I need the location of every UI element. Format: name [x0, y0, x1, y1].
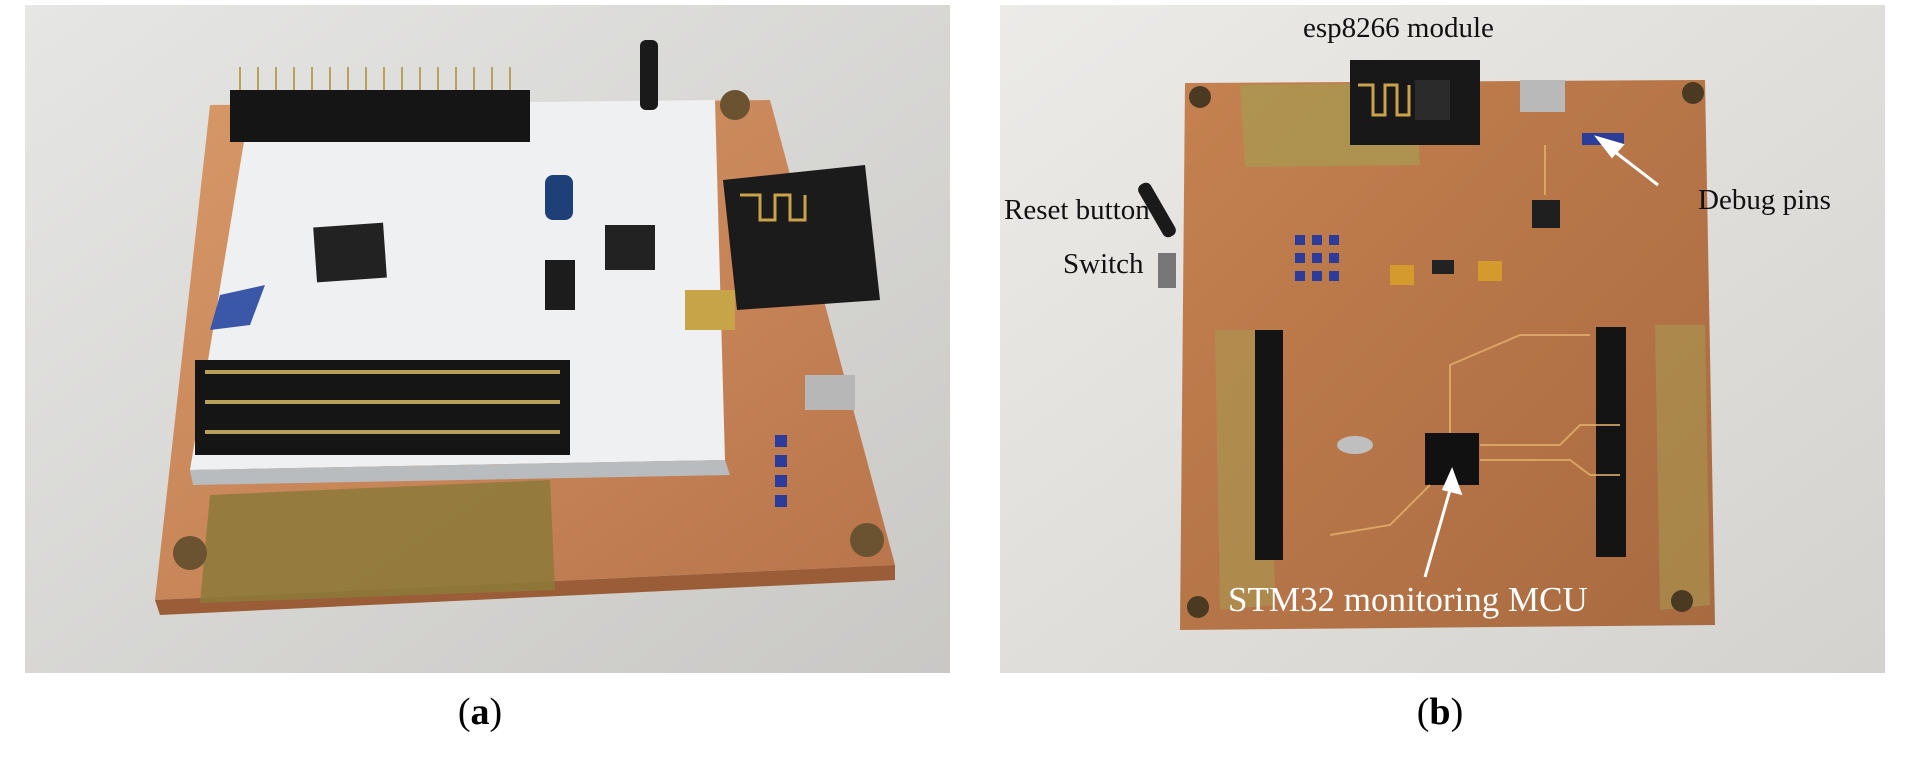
right-header	[1596, 327, 1626, 557]
annotation-esp8266: esp8266 module	[1303, 12, 1494, 44]
standoff-top-right	[720, 90, 750, 120]
usb-connector-a	[685, 290, 735, 330]
caption-b: (b)	[1416, 691, 1464, 733]
main-mcu-chip	[313, 222, 387, 283]
reset-button-a	[545, 260, 575, 310]
bottom-header-pins	[195, 360, 570, 455]
standoff-bottom-right	[850, 523, 884, 557]
standoff-bottom-left	[173, 536, 207, 570]
mini-usb-b	[1520, 80, 1565, 112]
monitoring-board-photo	[1000, 5, 1885, 673]
jumper-pins	[1295, 235, 1339, 281]
reset-button-b	[1138, 182, 1176, 238]
esp-module-a	[723, 165, 880, 310]
gold-pad-strip	[200, 480, 555, 603]
tall-jumper	[640, 40, 658, 110]
st-logo	[210, 285, 265, 330]
top-header-pins	[230, 90, 530, 142]
annotation-reset-button: Reset button	[1004, 194, 1150, 226]
stlink-chip	[605, 225, 655, 270]
switch-b	[1158, 253, 1176, 288]
annotation-debug-pins: Debug pins	[1698, 184, 1831, 216]
left-header	[1255, 330, 1283, 560]
annotation-switch: Switch	[1063, 248, 1144, 280]
annotation-mcu: STM32 monitoring MCU	[1228, 580, 1588, 619]
copper-pcb-board	[1180, 80, 1715, 630]
photo-panel-b	[1000, 5, 1885, 673]
caption-a: (a)	[457, 691, 503, 733]
photo-panel-a	[25, 5, 950, 673]
nucleo-board-photo	[25, 5, 950, 673]
user-button	[545, 175, 573, 220]
mini-usb-a	[805, 375, 855, 410]
